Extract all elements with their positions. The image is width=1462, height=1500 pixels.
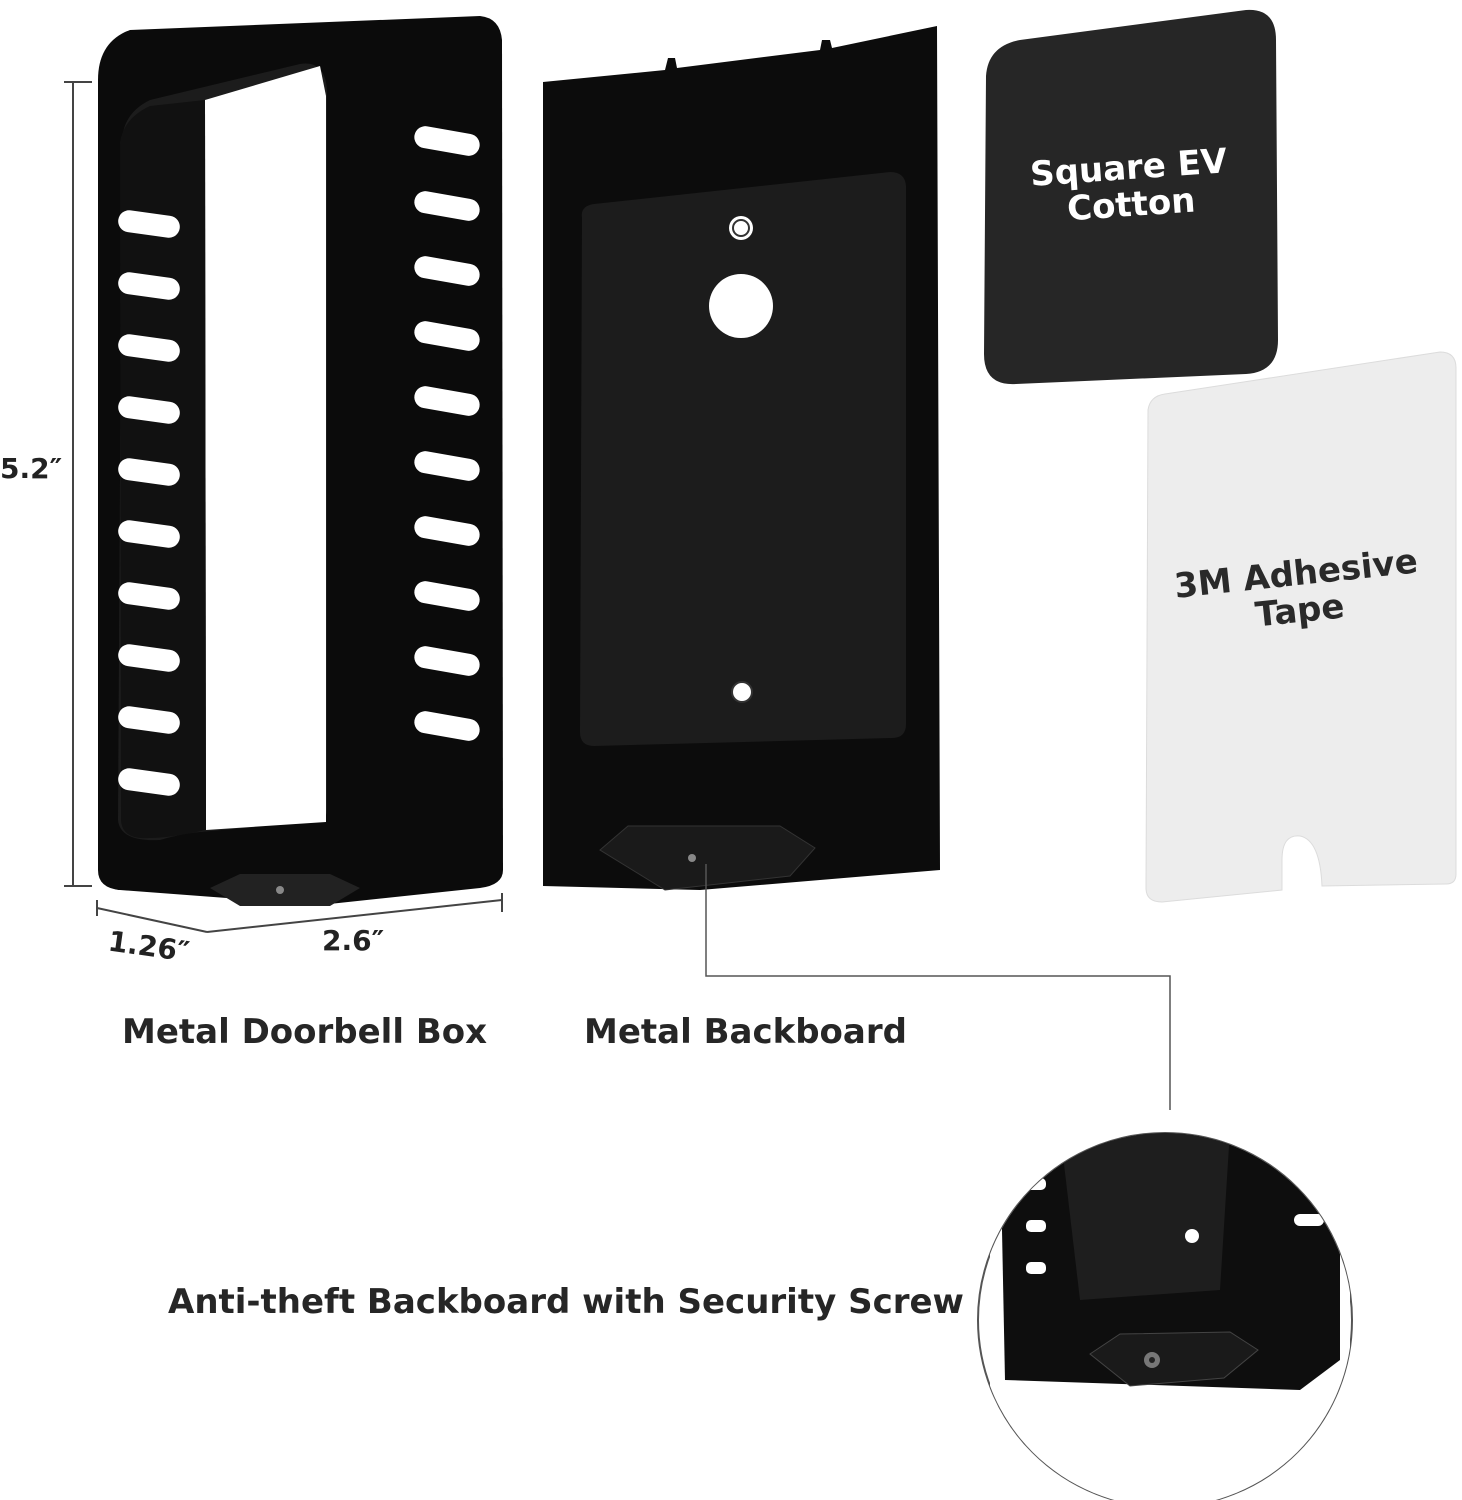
backboard-caption: Metal Backboard bbox=[584, 1012, 907, 1052]
width-dimension-label: 2.6″ bbox=[322, 924, 385, 957]
3m-adhesive-tape bbox=[1145, 351, 1457, 903]
doorbell-box-caption: Metal Doorbell Box bbox=[122, 1012, 488, 1052]
callout-line bbox=[705, 864, 1171, 1110]
square-ev-cotton-pad bbox=[984, 9, 1278, 385]
detail-caption: Anti-theft Backboard with Security Screw bbox=[168, 1282, 964, 1322]
height-dimension-line bbox=[64, 81, 92, 887]
height-dimension-label: 5.2″ bbox=[0, 452, 63, 485]
detail-zoom-circle bbox=[977, 1132, 1353, 1500]
box-right-vents bbox=[414, 126, 480, 741]
metal-backboard bbox=[543, 26, 940, 891]
width-dimension-line bbox=[96, 893, 503, 933]
metal-doorbell-box bbox=[98, 16, 503, 906]
box-left-vents bbox=[118, 210, 180, 796]
